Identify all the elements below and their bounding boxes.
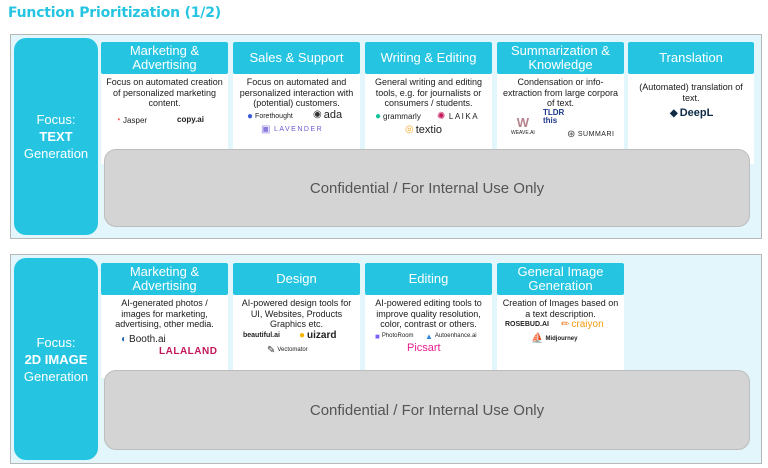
logo-group: beautiful.ai ●uizard ✎Vectomator [233, 330, 360, 390]
card-description: (Automated) translation of text. [639, 82, 743, 103]
logo-lalaland: LALALAND [159, 345, 218, 357]
focus-line2: TEXT [39, 129, 73, 144]
logo-group: ROSEBUD.AI ✏craiyon ⛵Midjourney [497, 319, 624, 379]
logo-picsart: Picsart [407, 341, 441, 354]
logo-autoenhance: ▲Autoenhance.ai [425, 331, 477, 341]
logo-group: ■PhotoRoom ▲Autoenhance.ai Picsart [365, 330, 492, 390]
logo-group: ●grammarly ✺LAIKA ◎textio [365, 109, 492, 169]
logo-midjourney: ⛵Midjourney [531, 333, 578, 344]
logo-grammarly: ●grammarly [375, 110, 421, 122]
logo-vectomator: ✎Vectomator [267, 344, 308, 356]
card-title: Marketing & Advertising [101, 263, 228, 295]
card-image-editing: Editing AI-powered editing tools to impr… [365, 263, 492, 378]
focus-line1: Focus: [36, 112, 76, 127]
card-description: Focus on automated creation of personali… [106, 77, 223, 108]
logo-forethought: ●Forethought [247, 110, 293, 122]
logo-lavender: ▣LAVENDER [261, 123, 324, 135]
card-title: Design [233, 263, 360, 295]
logo-uizard: ●uizard [299, 329, 337, 341]
focus-line3: Generation [23, 146, 89, 161]
card-text-marketing: Marketing & Advertising Focus on automat… [101, 42, 228, 164]
card-text-writing-editing: Writing & Editing General writing and ed… [365, 42, 492, 164]
card-description: General writing and editing tools, e.g. … [374, 77, 483, 108]
section-text-generation: Focus: TEXT Generation Marketing & Adver… [10, 34, 762, 239]
card-title: Writing & Editing [365, 42, 492, 74]
card-description: Condensation or info-extraction from lar… [502, 77, 619, 108]
logo-deepl: ◆DeepL [670, 107, 714, 119]
logo-jasper: ◔Jasper [115, 114, 148, 126]
card-image-general-generation: General Image Generation Creation of Ima… [497, 263, 624, 378]
logo-group: ◆DeepL [628, 103, 754, 163]
logo-beautifulai: beautiful.ai [243, 331, 280, 339]
card-description: Focus on automated and personalized inte… [239, 77, 354, 108]
card-description: AI-powered editing tools to improve qual… [375, 298, 482, 329]
logo-tldrthis: TLDR this [543, 107, 565, 125]
card-title: Summarization & Knowledge [497, 42, 624, 74]
card-title: Sales & Support [233, 42, 360, 74]
card-title: Editing [365, 263, 492, 295]
card-text-summarization: Summarization & Knowledge Condensation o… [497, 42, 624, 164]
focus-label-2d-image: Focus: 2D IMAGE Generation [14, 258, 98, 460]
logo-summari: ⊛SUMMARI [567, 128, 615, 140]
logo-group: ◐Booth.ai LALALAND [101, 330, 228, 390]
logo-group: ◔Jasper copy.ai [101, 109, 228, 169]
section-2d-image-generation: Focus: 2D IMAGE Generation Marketing & A… [10, 254, 762, 464]
confidential-overlay: Confidential / For Internal Use Only [104, 149, 750, 227]
page-title: Function Prioritization (1/2) [8, 5, 221, 21]
confidential-overlay: Confidential / For Internal Use Only [104, 370, 750, 450]
card-title: Marketing & Advertising [101, 42, 228, 74]
card-description: AI-generated photos / images for marketi… [115, 298, 214, 329]
card-image-marketing: Marketing & Advertising AI-generated pho… [101, 263, 228, 378]
focus-label-text: Focus: TEXT Generation [14, 38, 98, 235]
logo-copyai: copy.ai [177, 114, 204, 124]
logo-craiyon: ✏craiyon [561, 319, 604, 330]
logo-group: ●Forethought ◉ada ▣LAVENDER [233, 109, 360, 169]
card-title: General Image Generation [497, 263, 624, 295]
card-image-design: Design AI-powered design tools for UI, W… [233, 263, 360, 378]
focus-line3: Generation [23, 368, 89, 384]
logo-boothai: ◐Booth.ai [121, 333, 166, 345]
card-title: Translation [628, 42, 754, 74]
focus-line2: 2D IMAGE [24, 351, 88, 367]
logo-photoroom: ■PhotoRoom [375, 331, 414, 341]
logo-rosebudai: ROSEBUD.AI [505, 321, 549, 328]
card-text-translation: Translation (Automated) translation of t… [628, 42, 754, 164]
card-text-sales-support: Sales & Support Focus on automated and p… [233, 42, 360, 164]
logo-ada: ◉ada [313, 108, 343, 121]
card-description: Creation of Images based on a text descr… [502, 298, 619, 319]
card-description: AI-powered design tools for UI, Websites… [241, 298, 352, 329]
focus-line1: Focus: [36, 334, 76, 350]
logo-textio: ◎textio [405, 123, 443, 136]
logo-laika: ✺LAIKA [437, 110, 480, 122]
